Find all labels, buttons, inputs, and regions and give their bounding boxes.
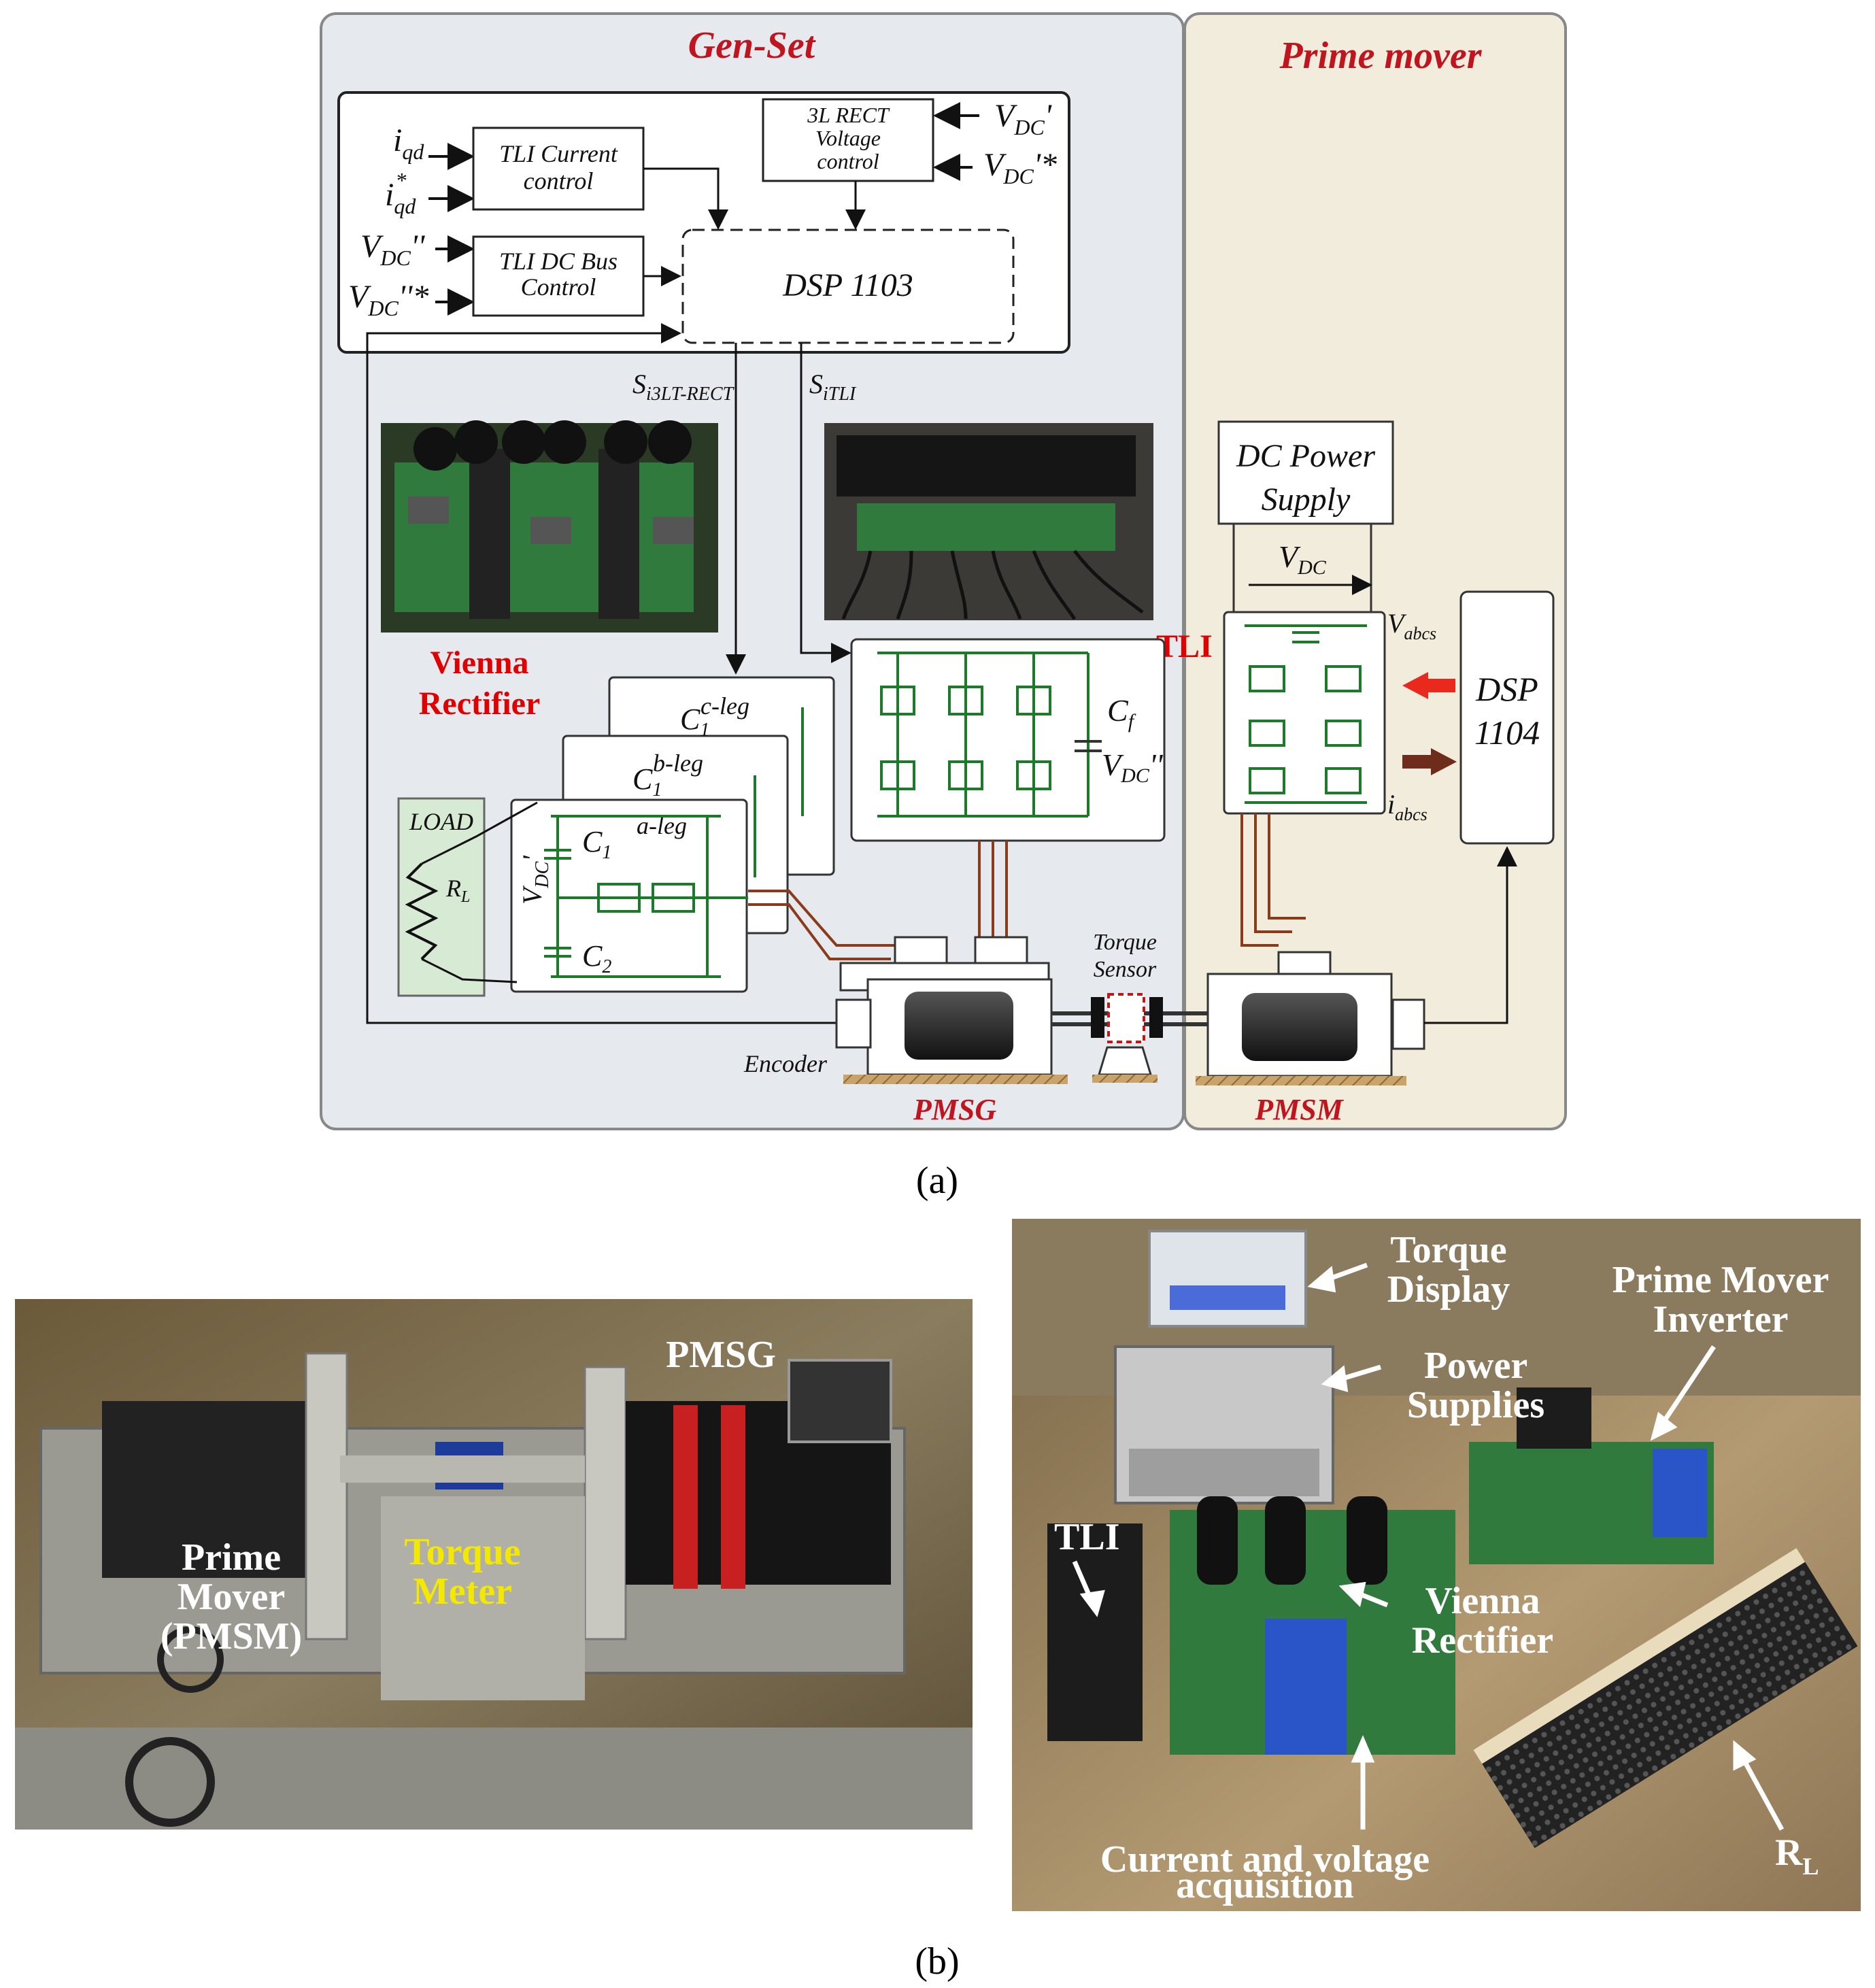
pm-inverter-schematic <box>1223 611 1386 815</box>
dsp1104-label-2: 1104 <box>1474 713 1540 752</box>
photo-vienna-2: Rectifier <box>1412 1619 1553 1662</box>
photo-prime-label-1: Prime <box>182 1536 281 1579</box>
tli-current-label-1: TLI Current <box>499 140 618 167</box>
genset-title: Gen-Set <box>688 24 816 67</box>
svg-text:VDC'': VDC'' <box>1102 747 1164 787</box>
pmsg-block <box>835 936 1068 1084</box>
caption-b: (b) <box>915 1940 959 1983</box>
tli-current-control-box <box>472 127 645 211</box>
load-block: LOAD RL <box>397 797 538 997</box>
c-leg-label: c-leg <box>700 692 749 720</box>
photo-prime-label-2: Mover <box>178 1576 286 1618</box>
encoder-label: Encoder <box>743 1050 828 1077</box>
svg-text:VDC'': VDC'' <box>360 229 425 270</box>
pmsm-label: PMSM <box>1254 1093 1344 1126</box>
tli-schematic: Cf VDC'' <box>850 638 1166 842</box>
dc-power-supply-label-1: DC Power <box>1236 438 1375 474</box>
torque-sensor: Torque Sensor <box>1051 930 1208 1083</box>
pm-wires <box>1240 813 1306 947</box>
vienna-label-1: Vienna <box>430 645 529 681</box>
pmsg-label: PMSG <box>913 1093 996 1126</box>
photo-prime-label-3: (PMSM) <box>161 1615 302 1657</box>
photo-pm-inverter-1: Prime Mover <box>1612 1259 1829 1301</box>
photo-acq-2: acquisition <box>1176 1864 1353 1906</box>
photo-torque-meter-label-2: Meter <box>413 1570 512 1613</box>
rect-voltage-label-3: control <box>817 149 879 173</box>
dsp1103-label: DSP 1103 <box>782 267 913 303</box>
photo-torque-meter-label-1: Torque <box>404 1531 520 1573</box>
svg-text:VDC'*: VDC'* <box>983 147 1057 188</box>
rect-voltage-label-1: 3L RECT <box>807 103 890 127</box>
primemover-title: Prime mover <box>1279 35 1482 77</box>
right-photo <box>1012 1219 1861 1911</box>
left-photo <box>15 1299 973 1830</box>
photo-torque-display-2: Display <box>1387 1268 1510 1311</box>
photo-vienna-1: Vienna <box>1425 1580 1540 1622</box>
tli-dcbus-control-box <box>472 235 645 317</box>
tli-label: TLI <box>1156 628 1213 664</box>
rect-voltage-control-box <box>762 98 934 182</box>
dsp1104-box: DSP 1104 <box>1459 590 1555 845</box>
load-label: LOAD <box>409 808 473 835</box>
b-leg-label: b-leg <box>653 749 703 777</box>
rect-voltage-label-2: Voltage <box>815 126 881 150</box>
tli-current-label-2: control <box>524 167 594 195</box>
photo-rl-label: RL <box>1775 1832 1819 1880</box>
tli-dcbus-label-1: TLI DC Bus <box>499 248 618 275</box>
vienna-schematic: c-leg b-leg a-leg C1 C1 C1 C2 VDC' <box>510 676 835 993</box>
tli-photo <box>824 423 1153 620</box>
photo-power-supplies-1: Power <box>1424 1345 1527 1387</box>
photo-torque-display-1: Torque <box>1390 1229 1506 1271</box>
dc-power-supply-label-2: Supply <box>1262 482 1351 518</box>
caption-a: (a) <box>916 1160 958 1202</box>
primemover-region <box>1183 12 1567 1130</box>
photo-power-supplies-2: Supplies <box>1407 1384 1544 1426</box>
right-photo-labels: Torque Display Power Supplies Prime Move… <box>1054 1229 1829 1906</box>
svg-text:iqd: iqd <box>393 122 424 164</box>
vienna-label-2: Rectifier <box>419 686 541 722</box>
dc-power-supply-box: DC Power Supply <box>1217 420 1394 525</box>
vienna-rectifier-photo <box>381 420 718 633</box>
panel-a: Gen-Set Prime mover iqd iqd* VDC'' VDC''… <box>320 12 1567 1130</box>
photo-pm-inverter-2: Inverter <box>1653 1298 1788 1341</box>
photo-pmsg-label: PMSG <box>666 1334 776 1376</box>
photo-tli-label: TLI <box>1054 1516 1120 1558</box>
pmsm-block <box>1196 846 1517 1085</box>
tli-dcbus-label-2: Control <box>521 273 596 301</box>
dsp1103-box <box>681 229 1015 344</box>
torque-sensor-label-2: Sensor <box>1094 957 1157 982</box>
photo-acq-1: Current and voltage <box>1100 1838 1430 1881</box>
torque-sensor-label-1: Torque <box>1093 930 1157 955</box>
dsp1104-label-1: DSP <box>1475 670 1538 708</box>
